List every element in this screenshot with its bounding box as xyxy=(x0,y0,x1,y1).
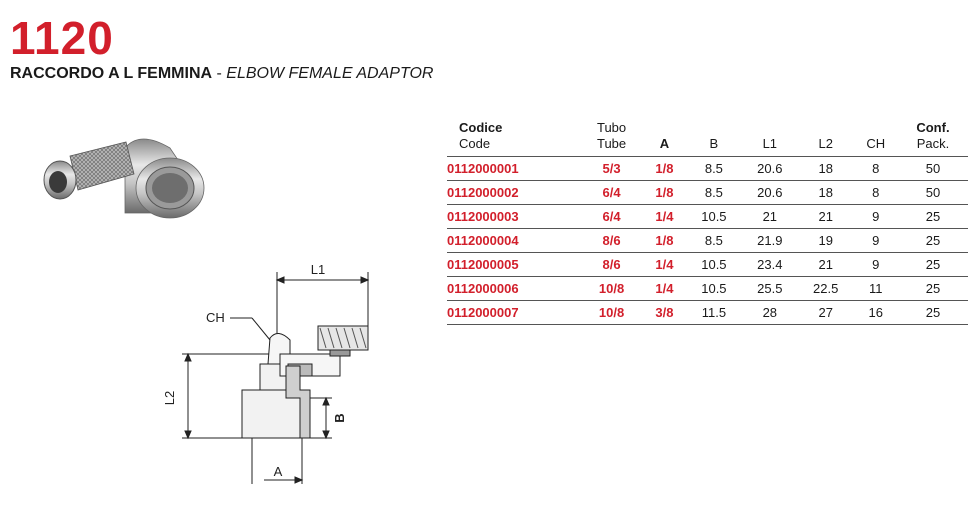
header-ch: CH xyxy=(853,118,898,157)
cell-code: 0112000002 xyxy=(447,180,581,205)
cell-l2: 19 xyxy=(797,228,854,253)
product-photo xyxy=(43,138,205,219)
cell-ch: 8 xyxy=(853,180,898,205)
cell-l1: 23.4 xyxy=(741,252,798,277)
product-subtitle: RACCORDO A L FEMMINA - ELBOW FEMALE ADAP… xyxy=(10,64,433,84)
cell-l2: 27 xyxy=(797,300,854,325)
name-separator: - xyxy=(212,65,227,82)
cell-ch: 8 xyxy=(853,156,898,181)
cell-pack: 25 xyxy=(897,276,968,301)
header-a: A xyxy=(642,118,686,157)
cell-pack: 25 xyxy=(897,228,968,253)
cell-pack: 50 xyxy=(897,180,968,205)
cell-b: 10.5 xyxy=(685,276,742,301)
cell-code: 0112000004 xyxy=(447,228,581,253)
cell-l2: 21 xyxy=(797,252,854,277)
dim-label-ch: CH xyxy=(206,310,225,325)
product-name-english: ELBOW FEMALE ADAPTOR xyxy=(226,65,434,82)
header-l2: L2 xyxy=(797,118,854,157)
cell-b: 8.5 xyxy=(685,228,742,253)
cell-pack: 50 xyxy=(897,156,968,181)
cell-b: 8.5 xyxy=(685,180,742,205)
product-name-italian: RACCORDO A L FEMMINA xyxy=(10,65,213,82)
cell-a: 1/4 xyxy=(642,276,686,301)
cell-l2: 22.5 xyxy=(797,276,854,301)
dim-label-l2: L2 xyxy=(162,391,177,405)
cell-ch: 9 xyxy=(853,252,898,277)
cell-l2: 18 xyxy=(797,180,854,205)
cell-l2: 21 xyxy=(797,204,854,229)
header-b: B xyxy=(685,118,742,157)
dim-label-l1: L1 xyxy=(311,262,325,277)
dim-label-a: A xyxy=(274,464,283,479)
cell-a: 1/8 xyxy=(642,228,686,253)
cell-pack: 25 xyxy=(897,300,968,325)
cell-code: 0112000006 xyxy=(447,276,581,301)
cell-l1: 21.9 xyxy=(741,228,798,253)
cell-a: 1/4 xyxy=(642,204,686,229)
cell-ch: 9 xyxy=(853,228,898,253)
cell-ch: 11 xyxy=(853,276,898,301)
cell-tube: 10/8 xyxy=(580,300,643,325)
technical-drawing: L1 CH L2 B A xyxy=(162,262,370,484)
cell-tube: 5/3 xyxy=(580,156,643,181)
cell-l1: 20.6 xyxy=(741,180,798,205)
cell-l1: 25.5 xyxy=(741,276,798,301)
cell-ch: 16 xyxy=(853,300,898,325)
dim-label-b: B xyxy=(332,413,347,422)
cell-a: 3/8 xyxy=(642,300,686,325)
cell-tube: 6/4 xyxy=(580,180,643,205)
cell-l2: 18 xyxy=(797,156,854,181)
cell-code: 0112000005 xyxy=(447,252,581,277)
cell-tube: 8/6 xyxy=(580,252,643,277)
cell-l1: 28 xyxy=(741,300,798,325)
cell-code: 0112000003 xyxy=(447,204,581,229)
cell-code: 0112000007 xyxy=(447,300,581,325)
cell-tube: 8/6 xyxy=(580,228,643,253)
cell-l1: 20.6 xyxy=(741,156,798,181)
cell-l1: 21 xyxy=(741,204,798,229)
cell-tube: 10/8 xyxy=(580,276,643,301)
cell-pack: 25 xyxy=(897,204,968,229)
cell-b: 11.5 xyxy=(685,300,742,325)
header-pack: Conf.Pack. xyxy=(897,118,968,157)
cell-code: 0112000001 xyxy=(447,156,581,181)
header-l1: L1 xyxy=(741,118,798,157)
cell-ch: 9 xyxy=(853,204,898,229)
cell-a: 1/8 xyxy=(642,156,686,181)
cell-a: 1/8 xyxy=(642,180,686,205)
cell-b: 10.5 xyxy=(685,252,742,277)
cell-a: 1/4 xyxy=(642,252,686,277)
cell-pack: 25 xyxy=(897,252,968,277)
cell-tube: 6/4 xyxy=(580,204,643,229)
product-code-title: 1120 xyxy=(10,12,114,64)
cell-b: 10.5 xyxy=(685,204,742,229)
cell-b: 8.5 xyxy=(685,156,742,181)
